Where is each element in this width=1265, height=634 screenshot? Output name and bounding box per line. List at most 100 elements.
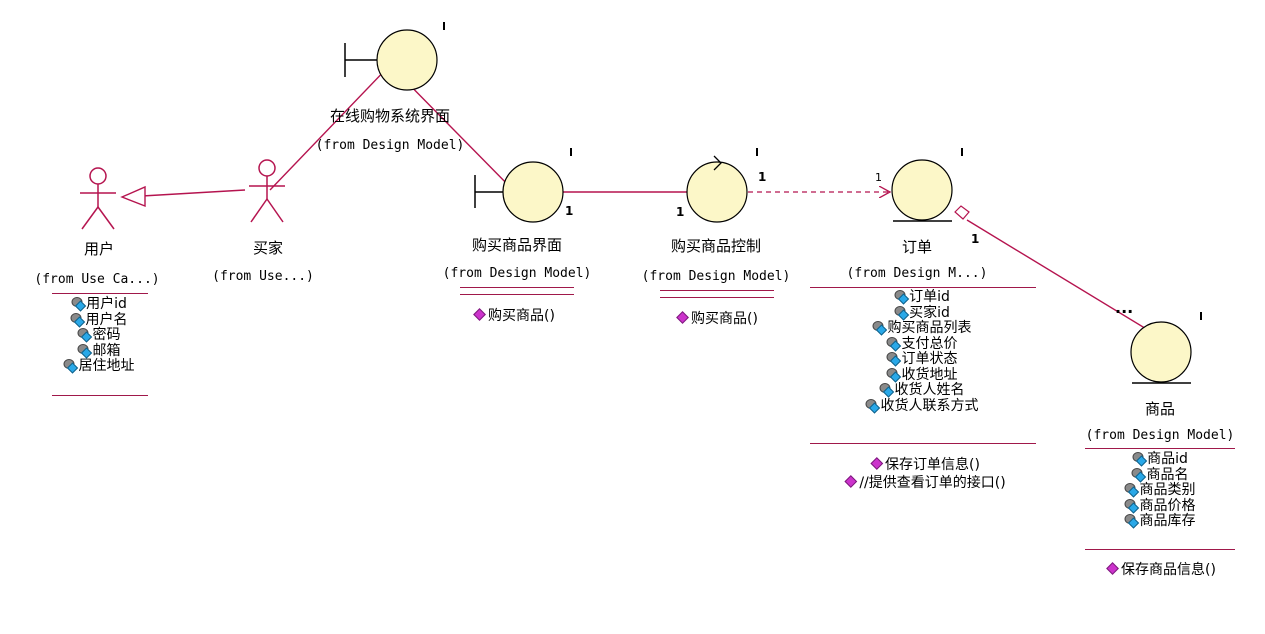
tick-mark [1200,312,1202,320]
attribute-item[interactable]: 买家id [866,305,979,322]
attribute-icon [894,290,908,302]
actor-buyer-icon[interactable] [249,159,285,223]
attribute-icon [1124,498,1139,511]
operation-item[interactable]: 购买商品() [473,308,555,325]
multiplicity-product: ... [1115,298,1134,317]
actor-user-attributes: 用户id 用户名 密码 邮箱 居住地址 [63,296,135,375]
entity-product-operations: 保存商品信息() [1106,562,1216,579]
separator [1085,549,1235,550]
aggregation-order-product[interactable] [966,219,1149,331]
multiplicity-purchase-ui: 1 [565,204,574,218]
attribute-item[interactable]: 用户id [64,296,135,313]
attribute-item[interactable]: 商品名 [1125,467,1196,484]
separator [52,293,148,294]
actor-user-name[interactable]: 用户 [83,240,115,258]
tick-mark [961,148,963,156]
attribute-item[interactable]: 购买商品列表 [866,320,979,337]
separator [810,287,1036,288]
boundary-purchase-ui-operations: 购买商品() [473,308,555,325]
multiplicity-control-right: 1 [758,170,767,184]
attribute-item[interactable]: 订单状态 [866,351,979,368]
control-purchase-icon[interactable] [686,155,748,223]
operation-item[interactable]: 购买商品() [676,311,758,328]
attribute-item[interactable]: 收货人姓名 [866,382,979,399]
attribute-icon [886,367,901,380]
operation-icon [473,308,486,321]
entity-order-icon[interactable] [891,159,953,222]
attribute-item[interactable]: 商品库存 [1124,513,1196,530]
attribute-icon [1124,514,1139,526]
attribute-item[interactable]: 邮箱 [64,343,135,360]
attribute-icon [1132,452,1146,464]
multiplicity-order-dependency: 1 [875,171,882,184]
boundary-system-ui-name[interactable]: 在线购物系统界面 [329,107,451,125]
control-purchase-operations: 购买商品() [676,311,758,328]
attribute-icon [865,398,880,411]
boundary-purchase-ui-from: (from Design Model) [442,266,592,281]
actor-buyer-name[interactable]: 买家 [252,239,284,257]
separator [460,294,574,295]
operation-icon [844,475,858,488]
attribute-icon [1131,467,1146,480]
attribute-icon [71,297,85,309]
attribute-item[interactable]: 用户名 [64,312,135,329]
generalization-arrowhead [120,185,146,208]
separator [460,287,574,288]
operation-icon [676,311,689,324]
operation-item[interactable]: 保存商品信息() [1106,562,1216,579]
separator [660,290,774,291]
tick-mark [570,148,572,156]
separator [1085,448,1235,449]
attribute-icon [894,305,908,318]
attribute-item[interactable]: 订单id [866,289,979,306]
attribute-item[interactable]: 收货人联系方式 [865,398,979,415]
control-purchase-from: (from Design Model) [641,269,791,284]
operation-item[interactable]: 保存订单信息() [846,456,1005,474]
attribute-item[interactable]: 收货地址 [866,367,979,384]
boundary-purchase-ui-icon[interactable] [474,161,564,223]
attribute-item[interactable]: 商品价格 [1124,498,1196,515]
attribute-item[interactable]: 商品类别 [1124,482,1196,499]
entity-product-from: (from Design Model) [1085,428,1235,443]
attribute-item[interactable]: 密码 [64,327,135,344]
boundary-purchase-ui-name[interactable]: 购买商品界面 [471,236,563,254]
entity-product-name[interactable]: 商品 [1144,400,1176,418]
separator [810,443,1036,444]
operation-icon [870,457,883,470]
attribute-item[interactable]: 支付总价 [866,336,979,353]
attribute-icon [77,328,92,340]
tick-mark [756,148,758,156]
aggregation-diamond [954,205,970,220]
attribute-icon [872,321,887,333]
attribute-item[interactable]: 居住地址 [63,358,135,375]
entity-order-attributes: 订单id 买家id 购买商品列表 支付总价 订单状态 收货地址 收货人姓名 收货… [865,289,979,415]
entity-order-operations: 保存订单信息() //提供查看订单的接口() [844,456,1006,492]
entity-product-attributes: 商品id 商品名 商品类别 商品价格 商品库存 [1124,451,1196,530]
attribute-icon [886,352,901,364]
assoc-buyer-system-ui[interactable] [269,64,391,191]
boundary-system-ui-from: (from Design Model) [315,138,465,153]
entity-product-icon[interactable] [1130,321,1192,384]
attribute-icon [886,336,901,349]
operation-item[interactable]: //提供查看订单的接口() [844,474,1006,492]
actor-user-from: (from Use Ca...) [34,272,160,287]
generalization-buyer-user[interactable] [141,189,246,197]
operation-icon [1106,562,1119,575]
control-purchase-name[interactable]: 购买商品控制 [670,237,762,255]
separator [660,297,774,298]
entity-order-from: (from Design M...) [846,266,988,281]
boundary-system-ui-icon[interactable] [344,29,438,91]
attribute-icon [63,359,78,371]
attribute-item[interactable]: 商品id [1125,451,1196,468]
multiplicity-order-aggregation: 1 [971,232,980,246]
tick-mark [443,22,445,30]
multiplicity-control-left: 1 [676,205,685,219]
actor-buyer-from: (from Use...) [212,269,314,284]
entity-order-name[interactable]: 订单 [901,238,933,256]
attribute-icon [1124,483,1139,495]
attribute-icon [70,312,85,325]
attribute-icon [77,343,92,356]
actor-user-icon[interactable] [80,167,116,230]
